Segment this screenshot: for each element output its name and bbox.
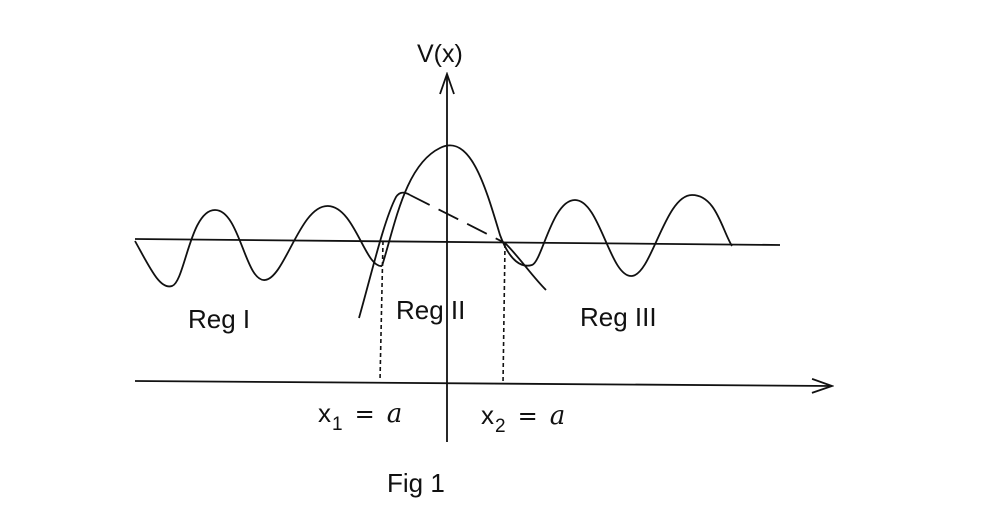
figure-caption: Fig 1 [387,468,445,498]
turning-point-line-2 [502,243,506,385]
tp1-value: a [386,399,403,429]
x-axis [134,381,832,386]
region-label-1: Reg I [188,304,251,334]
decay-curve-right [504,242,547,291]
wavefunction-region-1 [134,205,383,288]
decay-curve-left [358,191,411,319]
tp2-sub: 2 [495,416,506,437]
energy-level-line [134,238,781,246]
tp2-value: a [549,401,566,431]
y-axis-label: V(x) [417,40,463,68]
region-label-3: Reg III [580,302,657,332]
tp1-var: x [318,398,331,428]
tp2-var: x [481,400,494,430]
decay-curve-dashed [409,194,506,244]
tp2-op: = [517,402,538,430]
tp1-sub: 1 [332,414,343,435]
region-label-2: Reg II [396,295,466,325]
barrier-potential-curve [381,144,733,277]
turning-point-line-1 [379,240,384,382]
tp1-op: = [354,400,375,428]
